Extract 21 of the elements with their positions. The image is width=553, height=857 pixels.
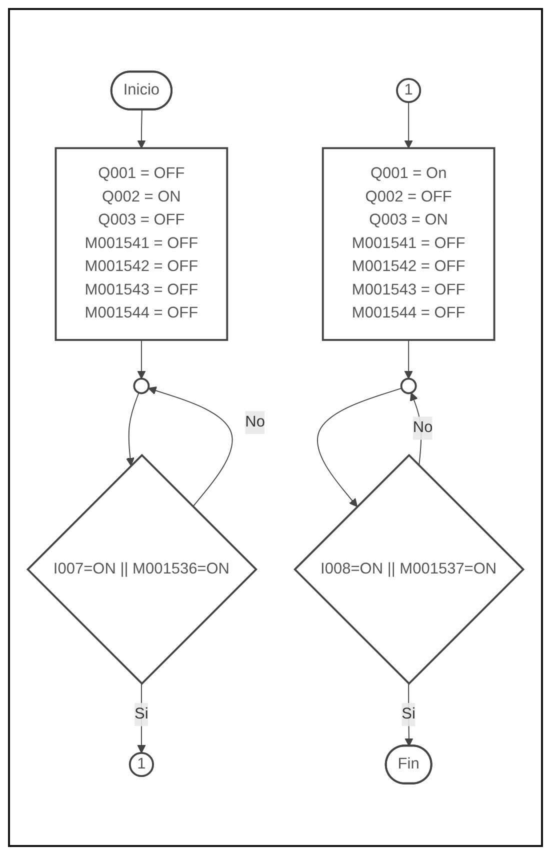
node-box: Q001 = OFF Q002 = ON Q003 = OFF M001541 = OFF M001542 = OFF M001543 = OFF M001544 = OFF (54, 147, 228, 341)
arrow (126, 392, 140, 466)
node-diamond: I008=ON || M001537=ON (294, 454, 525, 685)
edge-label: Si (134, 706, 148, 722)
node-circle: 1 (128, 752, 154, 778)
edge-label: Si (402, 706, 416, 722)
arrow (317, 388, 402, 508)
arrow (410, 392, 422, 466)
node-circle (400, 378, 417, 394)
arrow (404, 339, 413, 380)
arrow (137, 683, 146, 754)
node-diamond: I007=ON || M001536=ON (26, 454, 258, 685)
arrow (148, 386, 233, 508)
edge-label: No (245, 414, 265, 430)
arrow (137, 339, 146, 380)
node-box: Q001 = On Q002 = OFF Q003 = ON M001541 = OFF M001542 = OFF M001543 = OFF M001544 = OFF (322, 147, 496, 341)
node-circle: 1 (396, 78, 422, 104)
arrow (137, 109, 146, 149)
node-circle (133, 378, 150, 394)
edge-label: No (412, 419, 433, 436)
arrow (404, 102, 413, 149)
